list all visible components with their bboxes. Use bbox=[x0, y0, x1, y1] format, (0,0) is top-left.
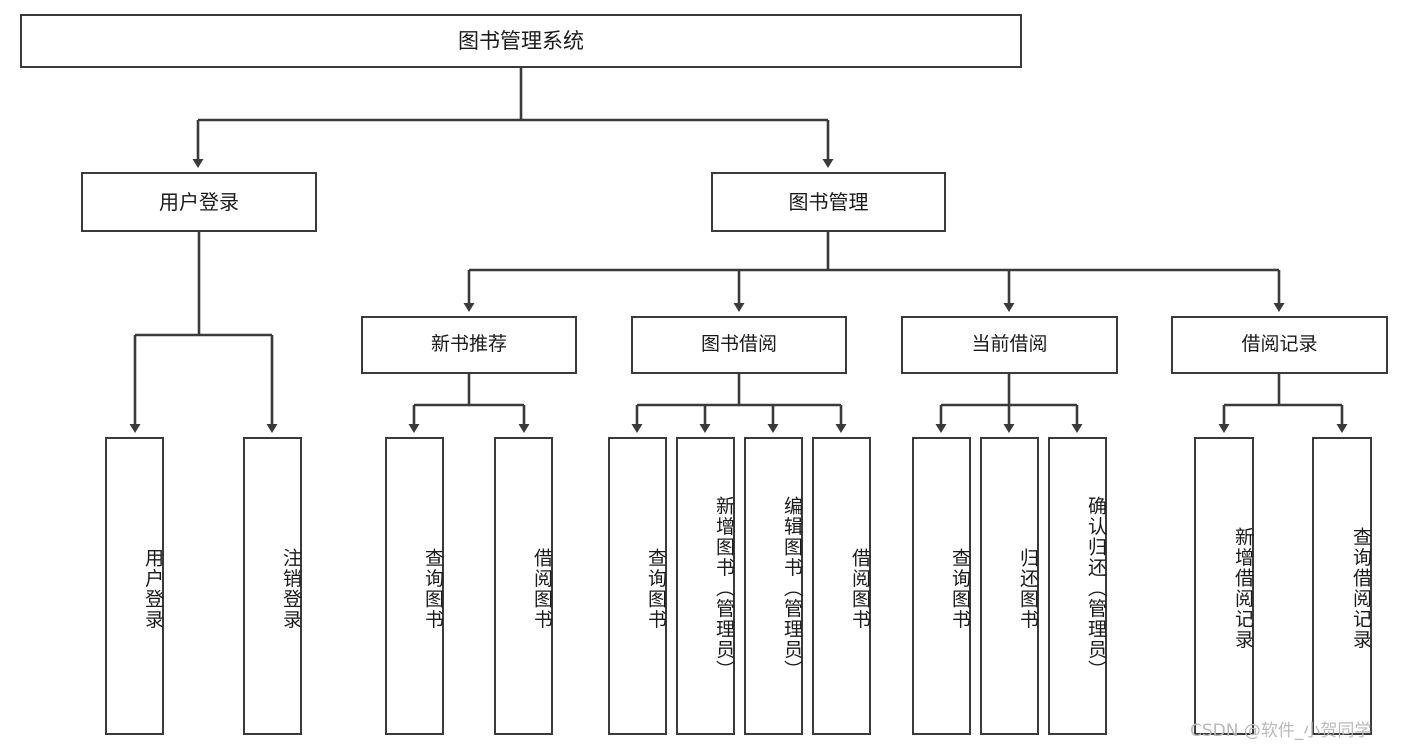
node-user-login[interactable]: 用户登录 bbox=[81, 172, 317, 232]
leaf-add-book-admin-label: 新增图书（管理员） bbox=[713, 495, 735, 681]
node-new-book-recommend-label: 新书推荐 bbox=[430, 333, 507, 356]
node-new-book-recommend[interactable]: 新书推荐 bbox=[361, 316, 577, 374]
leaf-query-borrow-record[interactable]: 查询借阅记录 bbox=[1312, 437, 1372, 735]
leaf-query-borrow-record-label: 查询借阅记录 bbox=[1350, 526, 1372, 650]
leaf-query-book-current[interactable]: 查询图书 bbox=[912, 437, 971, 735]
node-root[interactable]: 图书管理系统 bbox=[20, 14, 1022, 68]
leaf-user-login-label: 用户登录 bbox=[142, 548, 164, 630]
leaf-borrow-book-recommend[interactable]: 借阅图书 bbox=[494, 437, 553, 735]
leaf-return-book[interactable]: 归还图书 bbox=[980, 437, 1039, 735]
leaf-query-book-recommend[interactable]: 查询图书 bbox=[385, 437, 444, 735]
leaf-query-book-borrow[interactable]: 查询图书 bbox=[608, 437, 667, 735]
leaf-confirm-return-admin[interactable]: 确认归还（管理员） bbox=[1048, 437, 1107, 735]
csdn-watermark: CSDN @软件_小贺同学 bbox=[1190, 721, 1372, 741]
leaf-borrow-book-recommend-label: 借阅图书 bbox=[531, 548, 553, 630]
node-book-management[interactable]: 图书管理 bbox=[711, 172, 946, 232]
leaf-query-book-borrow-label: 查询图书 bbox=[645, 548, 667, 630]
node-book-borrow-label: 图书借阅 bbox=[700, 333, 777, 356]
node-book-management-label: 图书管理 bbox=[788, 189, 869, 214]
leaf-edit-book-admin[interactable]: 编辑图书（管理员） bbox=[744, 437, 803, 735]
leaf-user-login[interactable]: 用户登录 bbox=[105, 437, 164, 735]
node-borrow-record[interactable]: 借阅记录 bbox=[1171, 316, 1388, 374]
leaf-borrow-book-label: 借阅图书 bbox=[849, 548, 871, 630]
node-current-borrow-label: 当前借阅 bbox=[971, 333, 1048, 356]
leaf-borrow-book[interactable]: 借阅图书 bbox=[812, 437, 871, 735]
leaf-return-book-label: 归还图书 bbox=[1017, 548, 1039, 630]
leaf-query-book-recommend-label: 查询图书 bbox=[422, 548, 444, 630]
leaf-logout-label: 注销登录 bbox=[280, 548, 302, 630]
node-root-label: 图书管理系统 bbox=[458, 28, 584, 53]
leaf-query-book-current-label: 查询图书 bbox=[949, 548, 971, 630]
leaf-add-borrow-record-label: 新增借阅记录 bbox=[1232, 526, 1254, 650]
node-borrow-record-label: 借阅记录 bbox=[1241, 333, 1318, 356]
leaf-add-book-admin[interactable]: 新增图书（管理员） bbox=[676, 437, 735, 735]
node-book-borrow[interactable]: 图书借阅 bbox=[631, 316, 847, 374]
node-user-login-label: 用户登录 bbox=[159, 189, 239, 214]
leaf-edit-book-admin-label: 编辑图书（管理员） bbox=[781, 495, 803, 681]
node-current-borrow[interactable]: 当前借阅 bbox=[901, 316, 1118, 374]
leaf-logout[interactable]: 注销登录 bbox=[243, 437, 302, 735]
leaf-add-borrow-record[interactable]: 新增借阅记录 bbox=[1194, 437, 1254, 735]
leaf-confirm-return-admin-label: 确认归还（管理员） bbox=[1085, 495, 1107, 681]
